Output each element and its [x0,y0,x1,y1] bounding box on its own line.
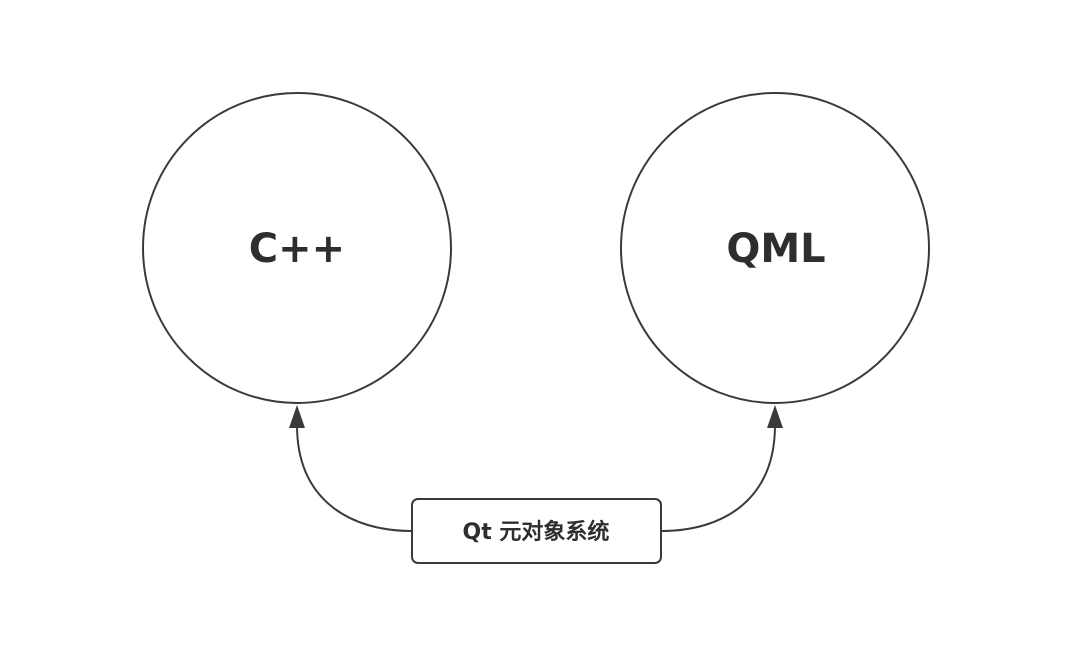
node-meta-box [411,498,662,564]
node-cpp-circle [142,92,452,404]
node-meta[interactable]: Qt 元对象系统 [411,498,662,564]
node-qml[interactable]: QML [620,92,930,404]
node-meta-label: Qt 元对象系统 [463,519,610,545]
edge-meta-to-cpp-arrowhead [289,405,305,428]
edge-meta-to-qml-arrowhead [767,405,783,428]
edge-meta-to-cpp-line [296,424,413,532]
node-qml-circle [620,92,930,404]
node-cpp[interactable]: C++ [142,92,452,404]
edge-meta-to-qml [660,405,783,532]
node-qml-label: QML [726,226,825,272]
edge-meta-to-cpp [289,405,413,532]
node-cpp-label: C++ [249,226,345,272]
edge-meta-to-qml-line [660,424,776,532]
